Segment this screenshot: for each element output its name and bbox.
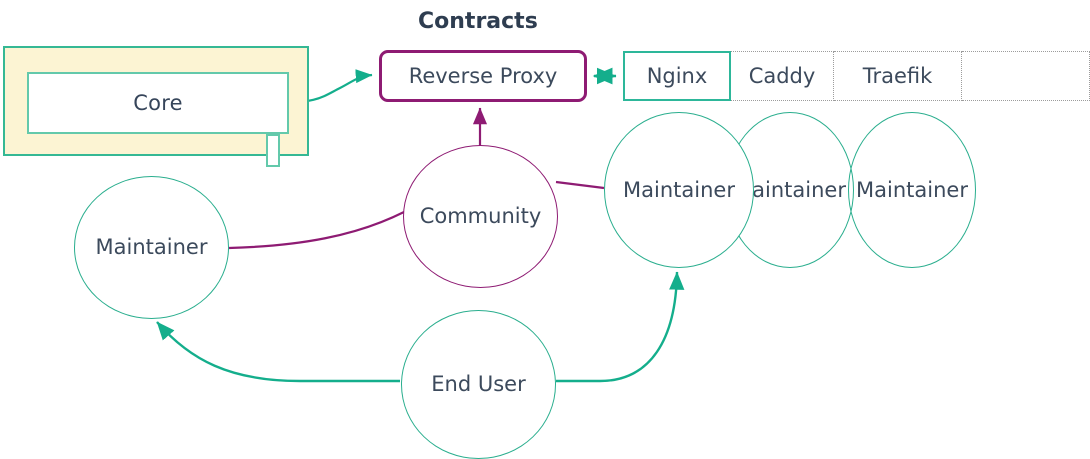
- option-cell-empty[interactable]: [962, 51, 1090, 101]
- maintainer-node-right-1[interactable]: Maintainer: [604, 112, 754, 268]
- options-table: Nginx Caddy Traefik: [623, 51, 1090, 101]
- option-label-traefik: Traefik: [862, 64, 933, 88]
- option-label-caddy: Caddy: [748, 64, 816, 88]
- edge-end-user-to-maintainer-left: [156, 321, 400, 383]
- option-cell-traefik[interactable]: Traefik: [834, 51, 962, 101]
- edge-end-user-to-maintainer-right: [556, 271, 685, 383]
- edge-maintainer-left-to-community: [228, 211, 405, 250]
- core-group[interactable]: Core: [3, 46, 309, 167]
- community-label: Community: [419, 204, 542, 228]
- edge-community-to-maintainer-right: [555, 180, 605, 190]
- reverse-proxy-node[interactable]: Reverse Proxy: [379, 50, 587, 102]
- reverse-proxy-label: Reverse Proxy: [408, 64, 558, 88]
- maintainer-node-left[interactable]: Maintainer: [74, 176, 229, 319]
- option-label-nginx: Nginx: [646, 64, 708, 88]
- core-label: Core: [133, 91, 183, 115]
- maintainer-label-right-1: Maintainer: [623, 177, 735, 202]
- end-user-node[interactable]: End User: [401, 310, 556, 459]
- maintainer-label-right-2: Maintainer: [734, 177, 846, 202]
- maintainer-label-left: Maintainer: [95, 235, 208, 259]
- option-cell-caddy[interactable]: Caddy: [731, 51, 834, 101]
- community-node[interactable]: Community: [403, 145, 558, 288]
- core-port-handle[interactable]: [266, 134, 280, 167]
- end-user-label: End User: [431, 372, 526, 396]
- core-node[interactable]: Core: [27, 72, 289, 134]
- maintainer-label-right-3: Maintainer: [856, 177, 968, 202]
- maintainer-node-right-3[interactable]: Maintainer: [848, 112, 976, 268]
- option-cell-nginx[interactable]: Nginx: [623, 51, 731, 101]
- contracts-title: Contracts: [418, 9, 538, 34]
